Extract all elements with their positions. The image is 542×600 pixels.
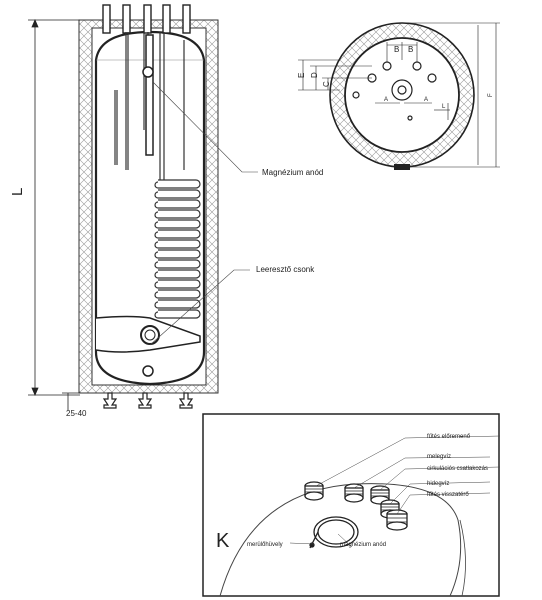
- internal-pipes: [114, 32, 185, 180]
- letter-k: K: [216, 530, 230, 552]
- heating-return-label: fűtés visszatérő: [427, 492, 469, 498]
- coil-loop: [154, 259, 201, 269]
- coil-loop: [154, 219, 201, 229]
- coil-loop: [154, 299, 201, 309]
- circulation-label: cirkulációs csatlakozás: [427, 466, 488, 472]
- coil-loop: [154, 209, 201, 219]
- heating-coil: [154, 179, 201, 319]
- dim-e: E: [297, 73, 306, 78]
- coil-loop: [154, 309, 201, 319]
- detail-leaders: [289, 435, 501, 548]
- height-dimension: [28, 18, 80, 397]
- magnesium-anode: [142, 34, 154, 156]
- inner-tank: [94, 30, 206, 386]
- dim-b2: B: [408, 45, 413, 54]
- detail-frame: [202, 413, 500, 597]
- feet-dimension: [62, 392, 80, 410]
- dim-d: D: [310, 72, 319, 78]
- connection-detail-view: K fűtés előremenő melegvíz cirkulációs c…: [202, 413, 501, 597]
- top-ports: [352, 61, 437, 121]
- coil-loop: [154, 279, 201, 289]
- side-section-view: L 25-40 Magnézium anód Leeresztő csonk: [9, 4, 323, 418]
- heating-flow-label: fűtés előremenő: [427, 434, 471, 440]
- hot-water-label: melegvíz: [427, 454, 451, 460]
- top-connection-pipes: [102, 4, 191, 34]
- cold-water-label: hidegvíz: [427, 481, 449, 487]
- coil-loop: [154, 189, 201, 199]
- dim-f: F: [488, 93, 494, 97]
- coil-loop: [154, 239, 201, 249]
- coil-loop: [154, 249, 201, 259]
- dim-c: C: [322, 81, 331, 87]
- leader-lines: [149, 81, 258, 346]
- coil-loop: [154, 229, 201, 239]
- coil-loop: [154, 269, 201, 279]
- drain-label: Leeresztő csonk: [256, 265, 315, 274]
- dim-l-top: L: [442, 104, 446, 110]
- coil-loop: [154, 289, 201, 299]
- top-view-dimensions: [298, 22, 500, 168]
- dim-a: A: [384, 97, 388, 103]
- sensor-sleeve-label: merülőhüvely: [247, 542, 283, 548]
- anode-label: Magnézium anód: [262, 168, 323, 177]
- detail-anode-label: magnézium anód: [340, 542, 386, 548]
- drain-socket: [95, 315, 201, 377]
- adjustable-feet: [102, 392, 194, 409]
- anode-flange: [309, 516, 359, 549]
- top-view: B B E D C A A L F: [297, 22, 500, 170]
- dim-feet-label: 25-40: [66, 409, 87, 418]
- coil-loop: [154, 199, 201, 209]
- coil-loop: [154, 179, 201, 189]
- dim-length-label: L: [9, 188, 26, 196]
- dim-b1: B: [394, 45, 399, 54]
- dim-a2: A: [424, 97, 428, 103]
